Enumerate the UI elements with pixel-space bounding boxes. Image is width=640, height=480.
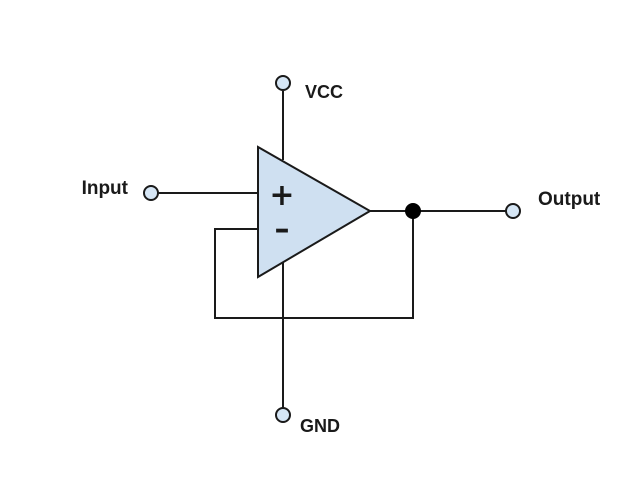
junction-dot-icon (405, 203, 421, 219)
feedback-wire (214, 211, 414, 319)
op-amp-triangle (257, 145, 372, 279)
output-label: Output (538, 189, 601, 210)
non-inverting-sign: + (269, 178, 294, 213)
input-terminal-icon (143, 185, 159, 201)
output-terminal-icon (505, 203, 521, 219)
vcc-terminal-icon (275, 75, 291, 91)
inverting-sign: – (275, 212, 290, 247)
vcc-label: VCC (305, 82, 343, 102)
input-label: Input (82, 178, 129, 199)
gnd-label: GND (300, 416, 340, 436)
gnd-terminal-icon (275, 407, 291, 423)
